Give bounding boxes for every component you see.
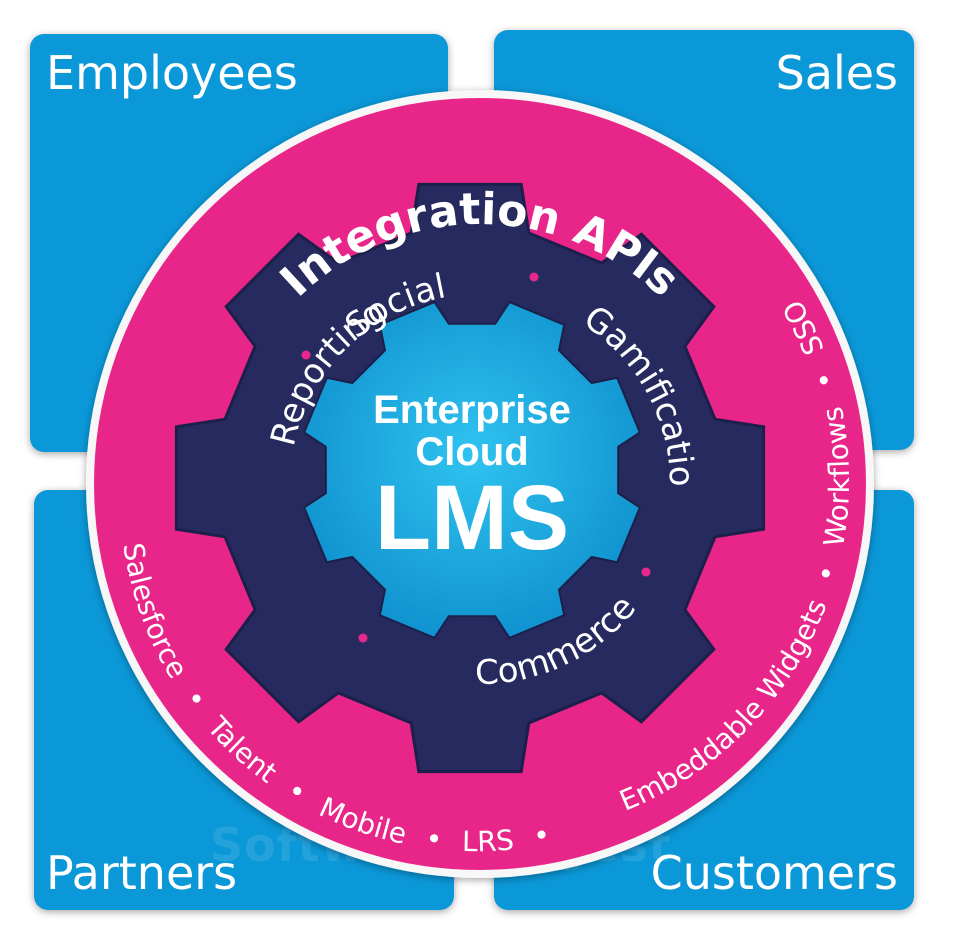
- center-line-lms: LMS: [375, 467, 569, 569]
- quadrant-label-sales: Sales: [775, 46, 898, 100]
- center-line-cloud: Cloud: [415, 430, 528, 474]
- quadrant-label-partners: Partners: [46, 846, 238, 900]
- gear-dot: [529, 272, 539, 282]
- separator-dot: •: [530, 818, 552, 854]
- gear-dot: [358, 633, 368, 643]
- quadrant-label-employees: Employees: [46, 46, 298, 100]
- gear-dot: [641, 567, 651, 577]
- quadrant-label-customers: Customers: [650, 846, 898, 900]
- api-lrs: LRS: [462, 823, 516, 858]
- gear-dot: [301, 350, 311, 360]
- center-line-enterprise: Enterprise: [373, 388, 571, 432]
- center-gear: [302, 300, 642, 640]
- separator-dot: •: [424, 822, 444, 857]
